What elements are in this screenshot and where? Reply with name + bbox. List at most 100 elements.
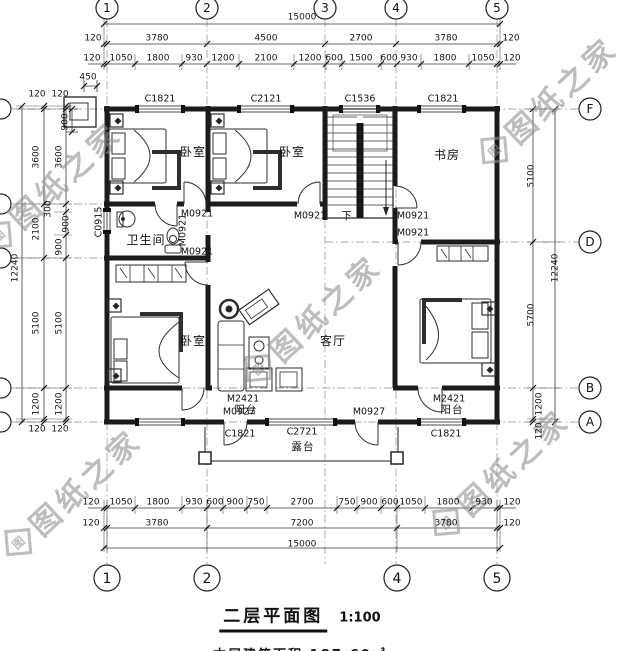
dim-label: 2700: [349, 33, 373, 44]
dim-label: 1500: [349, 53, 373, 64]
dim-label: 1800: [146, 53, 170, 64]
dim-label: 1050: [109, 497, 133, 508]
dim-label: 120: [51, 424, 69, 435]
room-label-balcony: 阳台: [234, 403, 258, 416]
stairs-down-label: 下: [341, 209, 353, 222]
dim-label: 750: [338, 497, 356, 508]
dim-label: 120: [84, 33, 102, 44]
door-tag: M0921: [293, 210, 327, 222]
svg-text:A: A: [586, 415, 595, 429]
dim-label: 930: [475, 497, 493, 508]
dim-label: 300: [43, 200, 54, 218]
svg-text:4: 4: [392, 1, 400, 15]
room-label-balcony: 阳台: [440, 403, 464, 416]
dim-label: 120: [503, 53, 521, 64]
dim-label: 120: [534, 422, 545, 440]
dim-label: 120: [51, 89, 69, 100]
drawing-title: 二层平面图: [219, 602, 328, 633]
window-tag: C0915: [93, 206, 105, 238]
dim-label: 3780: [434, 33, 458, 44]
room-label-study: 书房: [433, 148, 461, 162]
dim-label: 1800: [433, 53, 457, 64]
room-label-bedroom: 卧室: [179, 145, 207, 159]
dim-label: 930: [185, 53, 203, 64]
dim-label: 930: [400, 53, 418, 64]
dim-label: 1050: [109, 53, 133, 64]
door-tag: M0921: [396, 210, 430, 222]
door-tag: M2421: [432, 393, 466, 405]
room-label-living: 客厅: [319, 334, 347, 348]
room-label-bathroom: 卫生间: [126, 233, 166, 247]
dim-label: 900: [61, 215, 72, 233]
window-tag: C1536: [344, 93, 376, 105]
terrace-outline: [198, 427, 404, 465]
svg-text:1: 1: [103, 571, 112, 587]
svg-text:4: 4: [393, 571, 402, 587]
title-block: 二层平面图 1:100: [219, 602, 381, 633]
dim-label: 1800: [146, 497, 170, 508]
window-tag: C1821: [144, 93, 176, 105]
walls: [104, 106, 500, 425]
dim-label: 1200: [54, 392, 65, 416]
dim-label: 5100: [526, 164, 537, 188]
door-swings: [154, 181, 443, 446]
dim-label: 3780: [145, 518, 169, 529]
door-tag: M0927: [352, 406, 386, 418]
door-tag: M2421: [226, 393, 260, 405]
svg-text:3: 3: [321, 1, 329, 15]
dim-label: 12240: [550, 253, 561, 283]
room-label-bedroom: 卧室: [179, 334, 207, 348]
svg-text:2: 2: [203, 571, 212, 587]
svg-text:D: D: [585, 235, 594, 249]
dim-label: 120: [503, 518, 521, 529]
dim-label: 120: [28, 424, 46, 435]
dim-label: 600: [206, 497, 224, 508]
dim-label: 15000: [287, 539, 317, 550]
dim-label: 1200: [534, 392, 545, 416]
window-tag: C1821: [430, 428, 462, 440]
dimension-lines: [21, 23, 556, 549]
window-tag: C2721: [286, 426, 318, 438]
svg-text:2: 2: [203, 1, 211, 15]
room-label-bedroom: 卧室: [278, 145, 306, 159]
dim-label: 1800: [436, 497, 460, 508]
door-tag: M0921: [180, 208, 214, 220]
window-tag: C2121: [250, 93, 282, 105]
dim-label: 1200: [211, 53, 235, 64]
dim-label: 3780: [145, 33, 169, 44]
grid-bubble-labels: 1 2 3 4 5 1 2 4 5 F D B A: [103, 1, 595, 587]
dim-label: 5100: [54, 311, 65, 335]
dim-label: 120: [82, 497, 100, 508]
dim-label: 120: [83, 53, 101, 64]
window-tag: C1821: [224, 428, 256, 440]
door-tag: M0921: [396, 227, 430, 239]
grid-bubbles: [0, 0, 602, 592]
svg-text:5: 5: [493, 571, 502, 587]
dim-label: 1200: [298, 53, 322, 64]
dim-label: 450: [79, 72, 97, 83]
dim-label: 5100: [31, 311, 42, 335]
dim-label: 900: [226, 497, 244, 508]
room-label-terrace: 露台: [291, 440, 315, 453]
dim-label: 3600: [54, 145, 65, 169]
door-tag: M0927: [222, 406, 256, 418]
dim-label: 600: [380, 53, 398, 64]
flue-box: [63, 96, 97, 128]
svg-text:B: B: [586, 381, 594, 395]
window-tag: C1821: [427, 93, 459, 105]
dim-label: 5700: [526, 303, 537, 327]
dim-label: 2100: [31, 217, 42, 241]
dim-label: 900: [60, 113, 71, 131]
dim-label: 4500: [254, 33, 278, 44]
dim-label: 3780: [434, 518, 458, 529]
svg-text:5: 5: [493, 1, 501, 15]
dim-label: 750: [247, 497, 265, 508]
dim-label: 1050: [399, 497, 423, 508]
dimension-ticks: [18, 20, 559, 552]
svg-text:1: 1: [103, 1, 111, 15]
dim-label: 3600: [31, 145, 42, 169]
dim-label: 930: [185, 497, 203, 508]
